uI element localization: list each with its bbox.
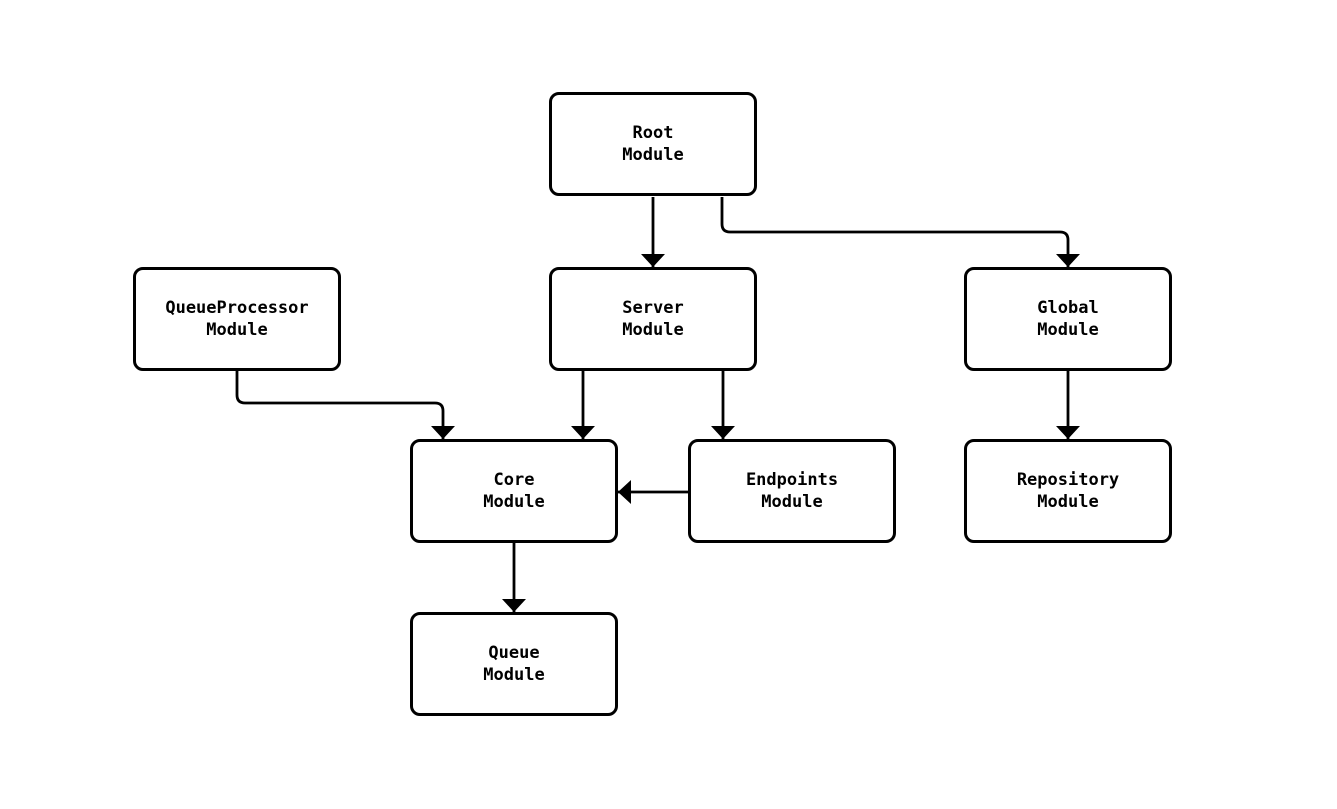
arrowhead-queueprocessor-to-core — [431, 426, 455, 439]
node-server: Server Module — [549, 267, 757, 371]
node-root: Root Module — [549, 92, 757, 196]
node-queue-label: Queue Module — [483, 643, 545, 685]
node-global-label: Global Module — [1037, 298, 1099, 340]
arrowhead-global-to-repository — [1056, 426, 1080, 439]
edge-queueprocessor-to-core — [235, 371, 445, 439]
arrowhead-core-to-queue — [502, 599, 526, 612]
arrowhead-root-to-global — [1056, 254, 1080, 267]
node-repository: Repository Module — [964, 439, 1172, 543]
arrowhead-root-to-server — [641, 254, 665, 267]
node-global: Global Module — [964, 267, 1172, 371]
node-core-label: Core Module — [483, 470, 545, 512]
node-endpoints: Endpoints Module — [688, 439, 896, 543]
edge-root-to-global — [720, 197, 1070, 267]
node-repository-label: Repository Module — [1016, 470, 1120, 512]
node-server-label: Server Module — [622, 298, 684, 340]
arrowhead-endpoints-to-core — [618, 480, 631, 504]
node-queueprocessor-label: QueueProcessor Module — [165, 298, 309, 340]
arrowhead-server-to-endpoints — [711, 426, 735, 439]
arrowhead-server-to-core — [571, 426, 595, 439]
node-queueprocessor: QueueProcessor Module — [133, 267, 341, 371]
node-root-label: Root Module — [622, 123, 684, 165]
node-core: Core Module — [410, 439, 618, 543]
node-queue: Queue Module — [410, 612, 618, 716]
node-endpoints-label: Endpoints Module — [745, 470, 839, 512]
